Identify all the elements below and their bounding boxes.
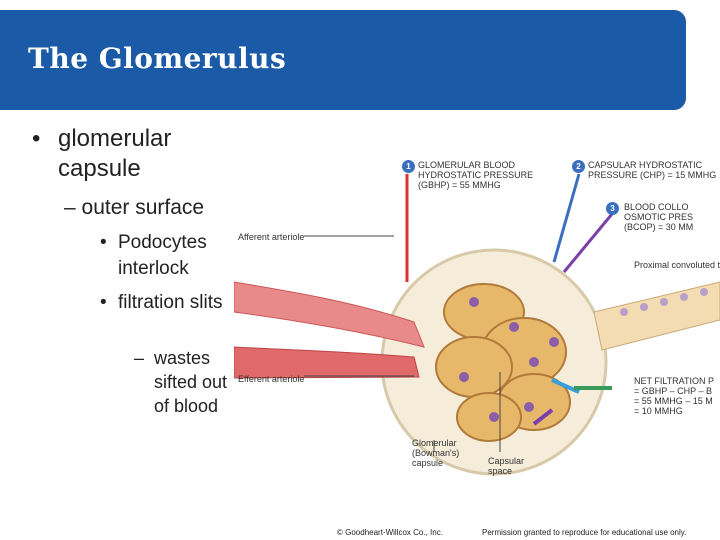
podocyte-nuclei <box>459 297 559 422</box>
label-glomerular-capsule: Glomerular(Bowman's)capsule <box>412 438 460 468</box>
bullet-dot: • <box>100 232 107 253</box>
arrow-chp <box>552 173 581 263</box>
efferent-arteriole-shape <box>233 346 420 379</box>
proximal-tubule-shape <box>593 281 720 351</box>
footer-copyright: © Goodheart-Willcox Co., Inc. <box>337 528 443 537</box>
bullet-text-podocytes: Podocytes interlock <box>118 232 207 279</box>
dash-glyph: – <box>134 348 145 368</box>
glomerulus-illustration <box>233 173 720 476</box>
glomerular-tuft <box>435 283 571 442</box>
bullet-dot: • <box>100 292 107 313</box>
number-badge-1: 1 <box>402 160 415 173</box>
label-afferent-arteriole: Afferent arteriole <box>238 232 305 242</box>
bullet-text-glomerular-capsule: glomerular capsule <box>58 125 172 182</box>
label-efferent-arteriole: Efferent arteriole <box>238 374 305 384</box>
arrow-filtration-purple <box>532 408 554 426</box>
label-net-filtration: NET FILTRATION P= GBHP – CHP – B= 55 mmH… <box>634 376 715 416</box>
bullet-text-filtration-slits: filtration slits <box>118 292 223 313</box>
bullet-text-wastes: wastes sifted out of blood <box>154 348 228 416</box>
tubule-cells <box>620 288 708 316</box>
bullet-text-outer-surface: outer surface <box>81 196 205 219</box>
afferent-arteriole-shape <box>233 281 425 348</box>
label-proximal-tubule: Proximal convoluted t <box>634 260 720 270</box>
bullet-level-2: – outer surface <box>64 196 204 220</box>
number-badge-3: 3 <box>606 202 619 215</box>
number-badge-2: 2 <box>572 160 585 173</box>
arrow-bcop <box>562 213 614 273</box>
dash-glyph: – <box>64 196 76 219</box>
footer-permission: Permission granted to reproduce for educ… <box>482 528 687 537</box>
bullet-dot: • <box>32 125 41 152</box>
title-bar <box>0 10 686 110</box>
slide-title: The Glomerulus <box>28 42 287 75</box>
